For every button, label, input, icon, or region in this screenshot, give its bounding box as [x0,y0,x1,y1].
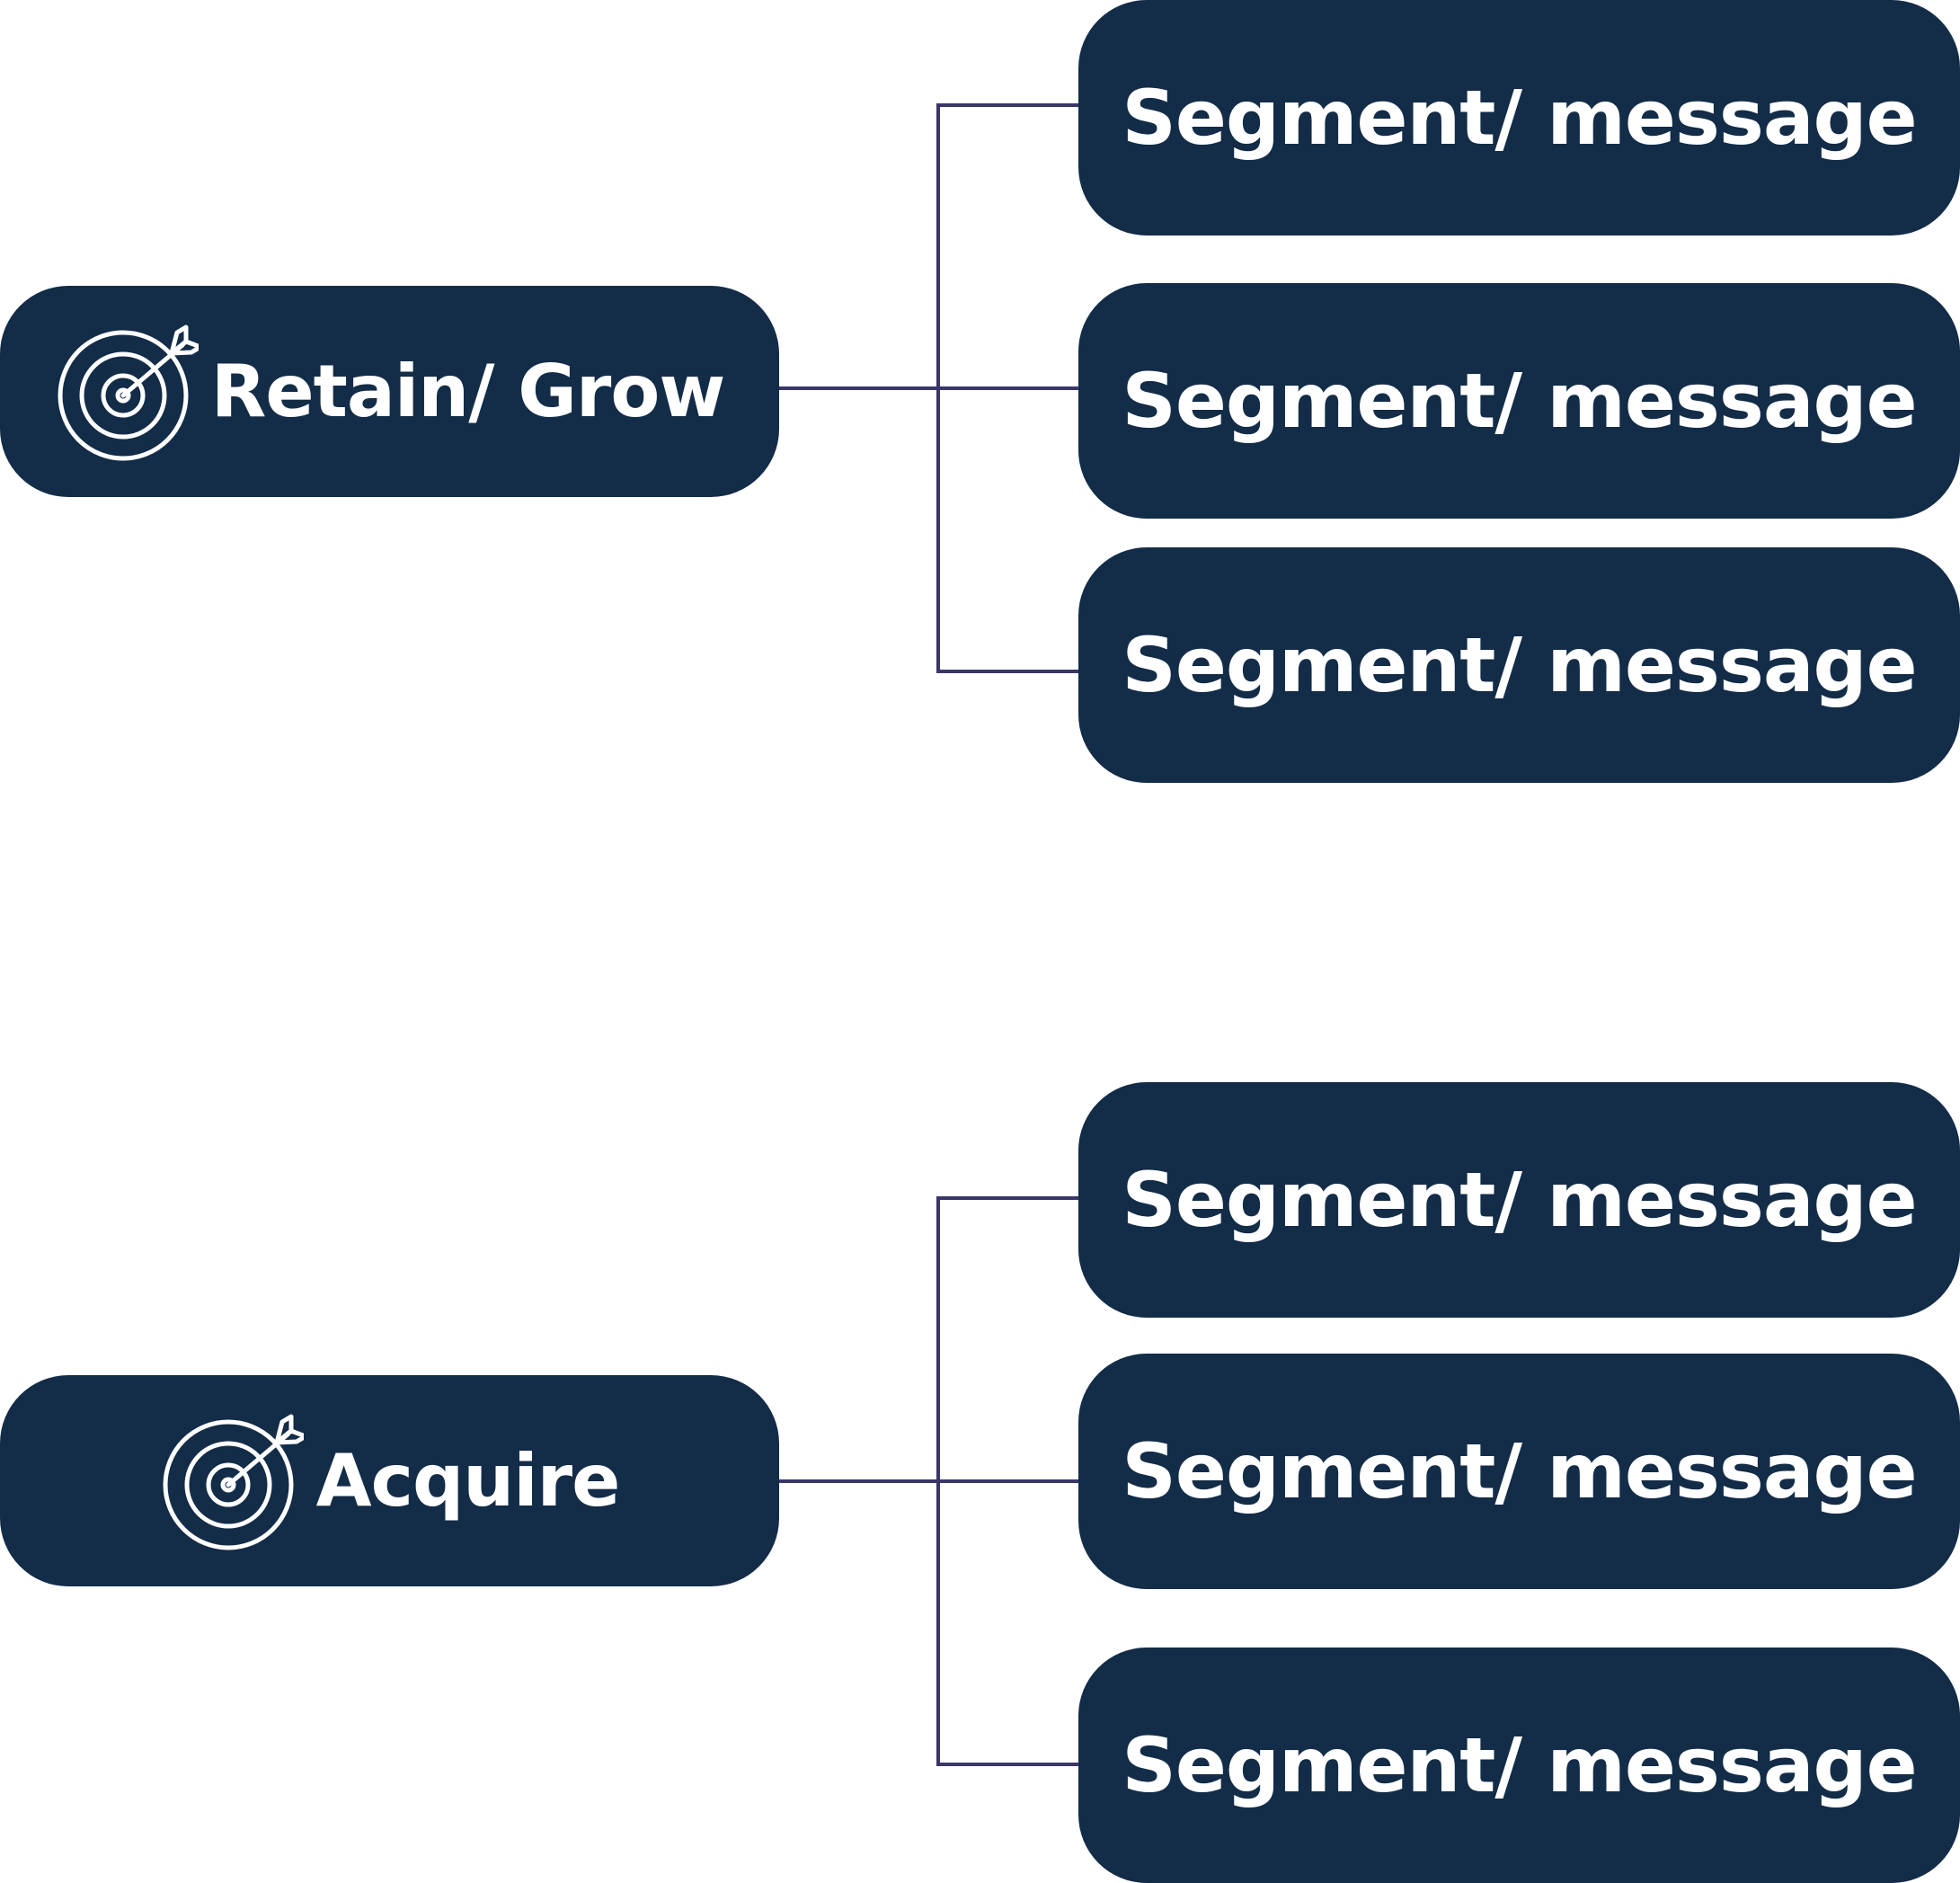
segment-label: Segment/ message [1122,621,1917,709]
segment-label: Segment/ message [1122,357,1917,445]
segment-node: Segment/ message [1078,1354,1960,1589]
group-node-content: Retain/ Grow [55,320,725,464]
group-node-content: Acquire [160,1409,620,1553]
segment-node: Segment/ message [1078,1082,1960,1318]
segment-label: Segment/ message [1122,1721,1917,1809]
target-arrow-icon [58,324,199,460]
target-arrow-icon [163,1414,304,1550]
group-label: Acquire [315,1439,621,1523]
group-node-acquire: Acquire [0,1375,779,1586]
connector-retain-to-seg1 [779,103,1078,390]
segment-node: Segment/ message [1078,1648,1960,1883]
segment-label: Segment/ message [1122,1156,1917,1244]
connector-acquire-to-seg3 [936,1481,1078,1766]
segment-label: Segment/ message [1122,1427,1917,1515]
segment-node: Segment/ message [1078,547,1960,783]
segment-node: Segment/ message [1078,283,1960,519]
segment-label: Segment/ message [1122,74,1917,162]
segment-node: Segment/ message [1078,0,1960,235]
group-label: Retain/ Grow [210,350,726,433]
connector-retain-to-seg3 [936,388,1078,673]
connector-acquire-to-seg1 [779,1196,1078,1483]
group-node-retain-grow: Retain/ Grow [0,286,779,497]
